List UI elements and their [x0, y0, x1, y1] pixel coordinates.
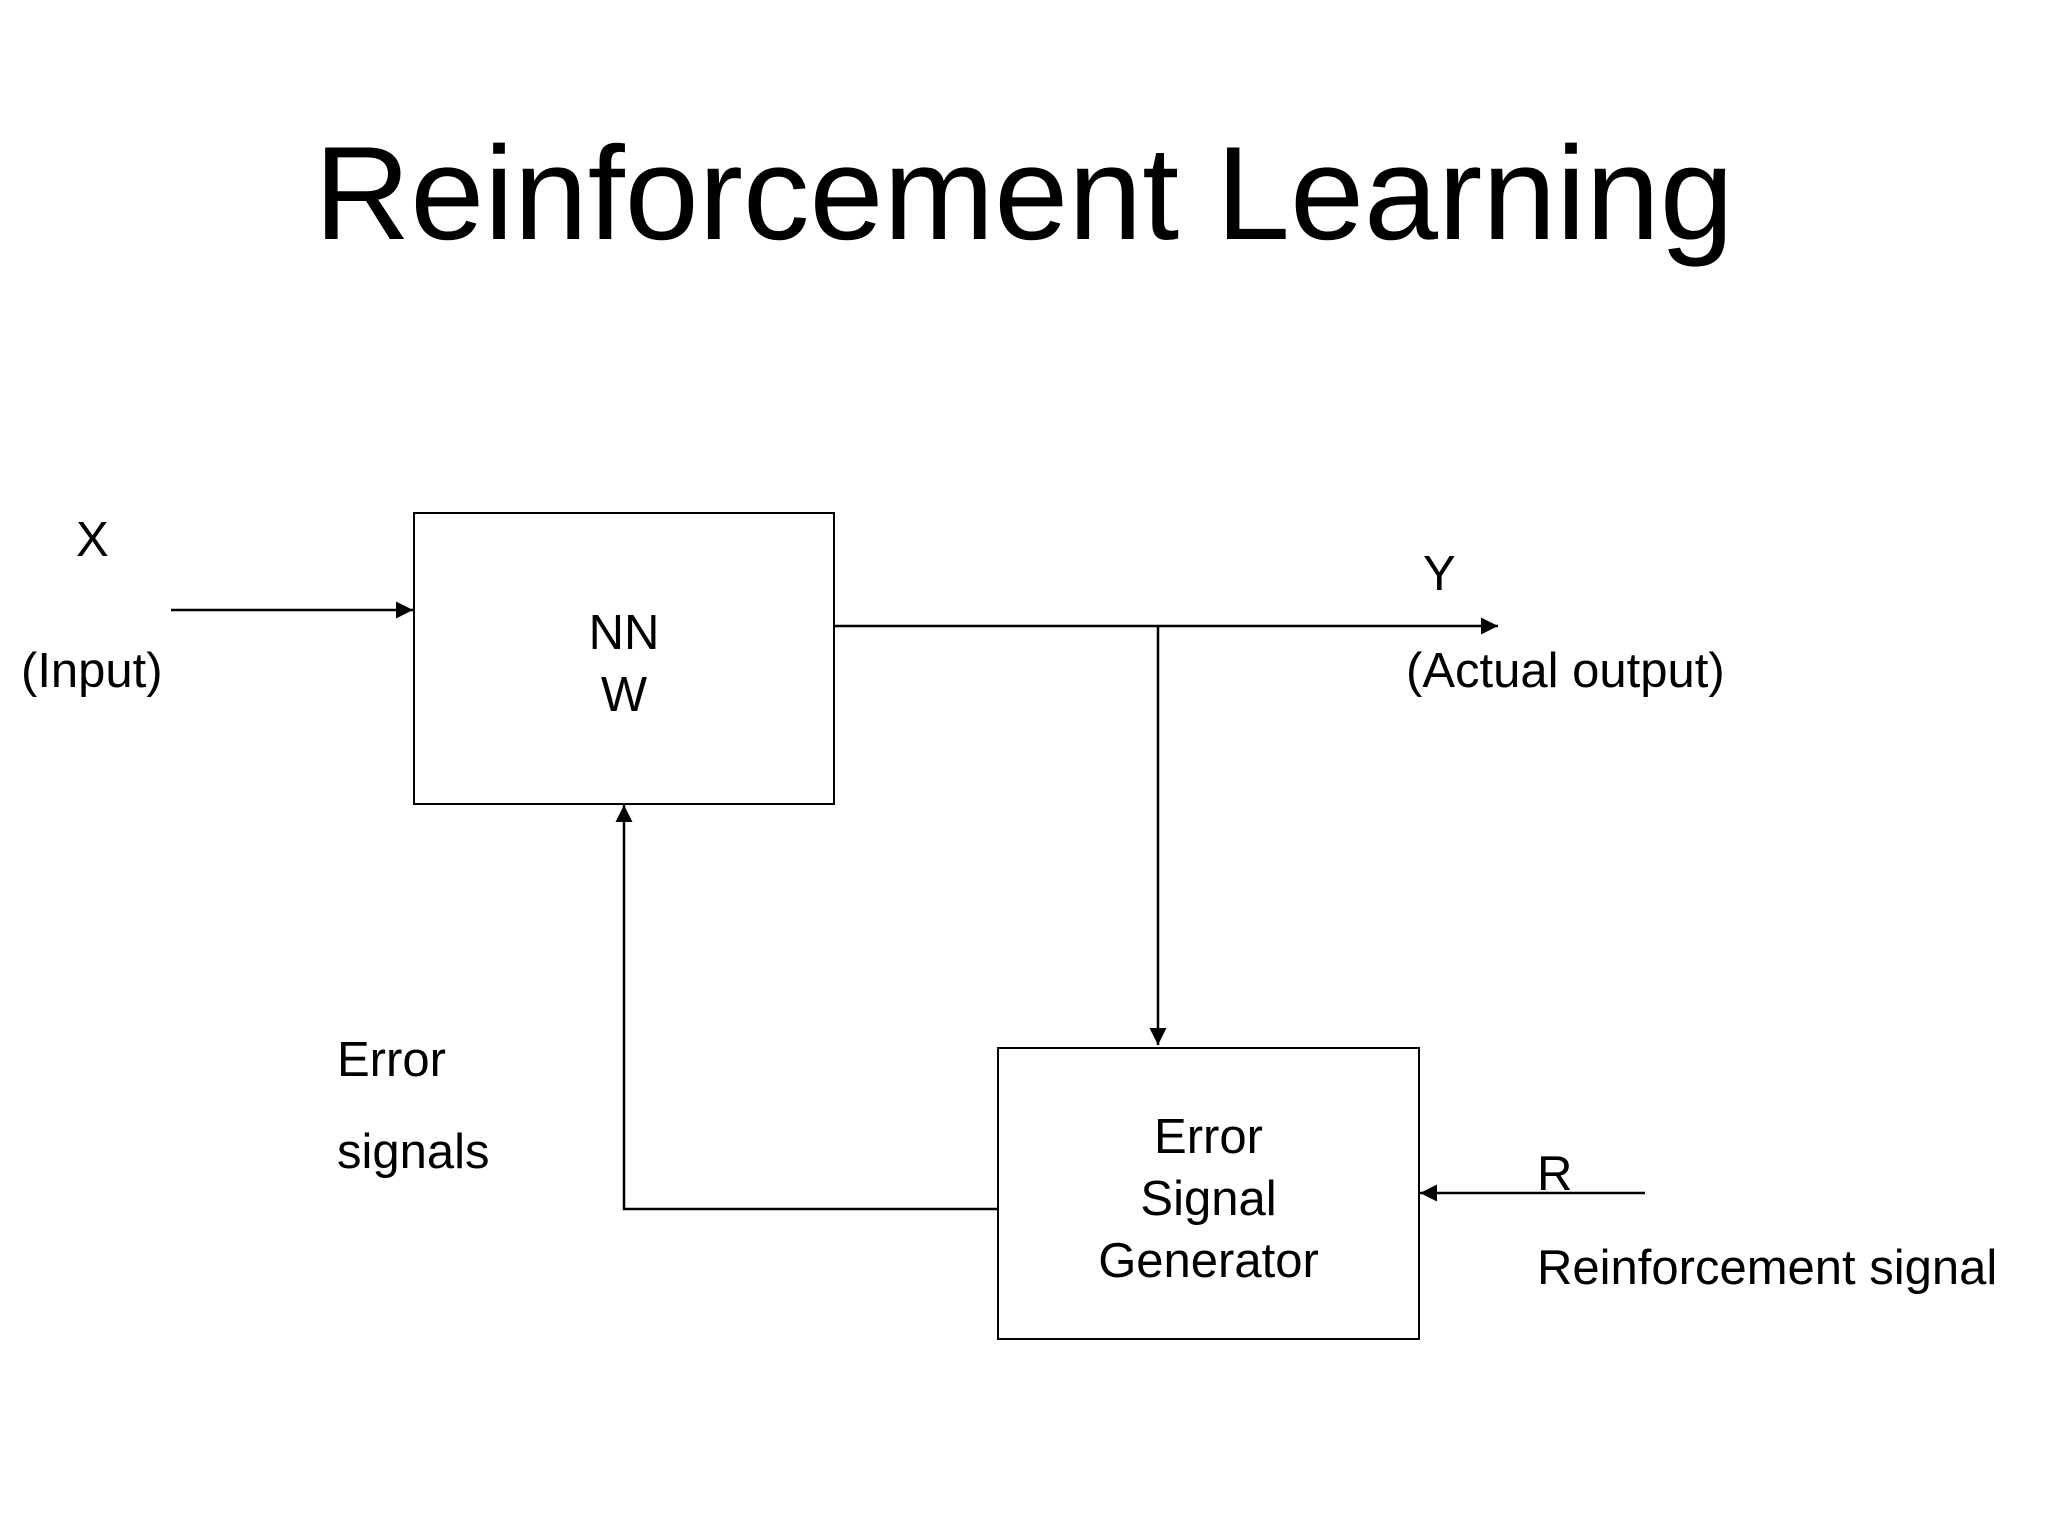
generator-label-line3: Generator	[1098, 1234, 1319, 1288]
input-symbol: X	[76, 513, 109, 567]
neural-network-box: NN W	[413, 512, 835, 805]
output-symbol: Y	[1423, 547, 1456, 601]
neural-network-label: NN W	[415, 602, 833, 726]
error-signal-generator-box: Error Signal Generator	[997, 1047, 1420, 1340]
reinforcement-description: Reinforcement signal	[1537, 1241, 1998, 1295]
generator-label-line1: Error	[1154, 1110, 1263, 1164]
nn-label: NN	[588, 606, 660, 660]
error-feedback-arrow	[615, 805, 997, 1211]
weights-label: W	[600, 668, 648, 722]
output-description: (Actual output)	[1406, 644, 1725, 698]
input-description: (Input)	[21, 644, 163, 698]
error-signals-label-line1: Error	[337, 1033, 446, 1087]
diagram-title: Reinforcement Learning	[314, 120, 1734, 268]
error-signal-generator-label: Error Signal Generator	[999, 1106, 1418, 1292]
error-signals-label-line2: signals	[337, 1125, 490, 1179]
reinforcement-symbol: R	[1537, 1147, 1573, 1201]
generator-label-line2: Signal	[1140, 1172, 1277, 1226]
